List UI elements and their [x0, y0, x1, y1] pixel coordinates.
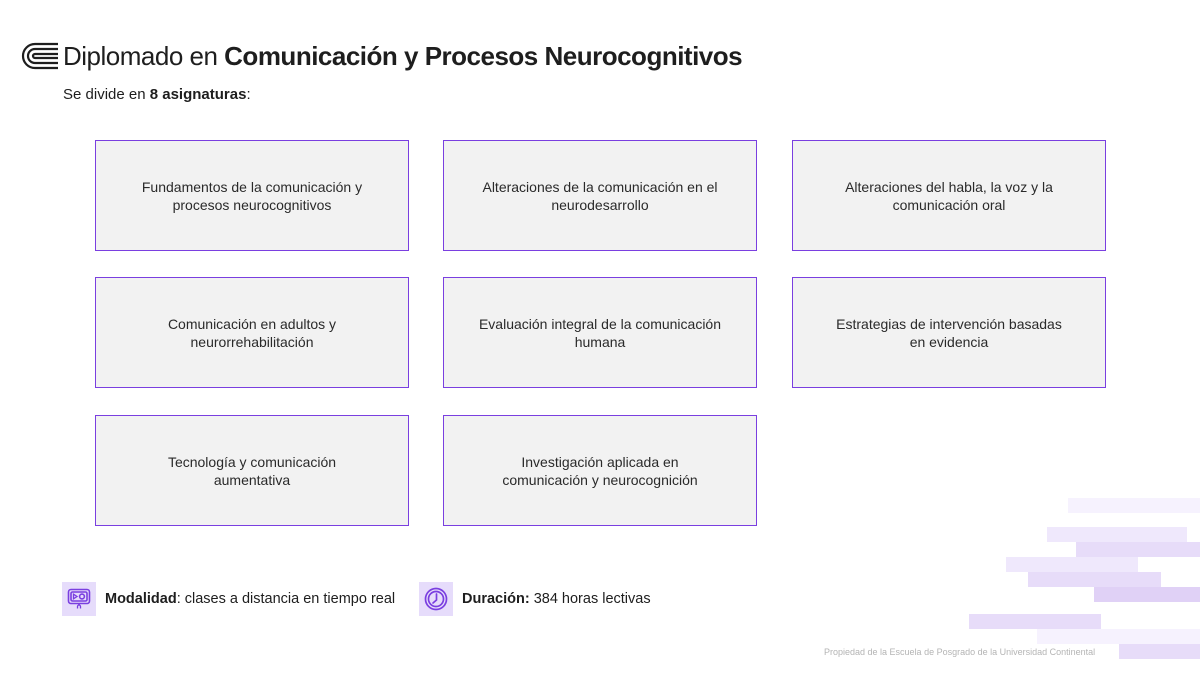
subject-card: Fundamentos de la comunicación y proceso…	[95, 140, 409, 251]
subject-label: Fundamentos de la comunicación y proceso…	[141, 178, 363, 213]
subject-label: Alteraciones del habla, la voz y la comu…	[845, 178, 1053, 213]
subject-card: Alteraciones de la comunicación en el ne…	[443, 140, 757, 251]
modality-label: Modalidad	[105, 591, 177, 607]
decorative-bar	[1037, 629, 1200, 644]
decorative-bar	[1028, 572, 1161, 587]
subject-card: Comunicación en adultos y neurorrehabili…	[95, 277, 409, 388]
modality-info: Modalidad: clases a distancia en tiempo …	[62, 582, 395, 616]
decorative-bar	[1068, 498, 1200, 513]
clock-icon	[419, 582, 453, 616]
duration-value: 384 horas lectivas	[529, 591, 651, 607]
subject-label: Tecnología y comunicación aumentativa	[167, 453, 337, 488]
subject-card: Tecnología y comunicación aumentativa	[95, 415, 409, 526]
subject-label: Estrategias de intervención basadas en e…	[836, 315, 1062, 350]
title-bold: Comunicación y Procesos Neurocognitivos	[224, 41, 743, 71]
decorative-bar	[969, 614, 1101, 629]
subject-card: Investigación aplicada en comunicación y…	[443, 415, 757, 526]
page-title: Diplomado en Comunicación y Procesos Neu…	[63, 38, 743, 74]
subject-label: Alteraciones de la comunicación en el ne…	[482, 178, 718, 213]
modality-separator: :	[176, 591, 185, 607]
title-regular: Diplomado en	[63, 41, 225, 71]
university-logo-icon	[21, 42, 58, 70]
subtitle: Se divide en 8 asignaturas:	[63, 85, 251, 105]
duration-info: Duración: 384 horas lectivas	[419, 582, 651, 616]
modality-value: clases a distancia en tiempo real	[184, 591, 396, 607]
subtitle-suffix: :	[246, 86, 251, 103]
duration-label: Duración:	[462, 591, 530, 607]
decorative-bar	[1047, 527, 1187, 542]
subtitle-count: 8 asignaturas	[149, 86, 247, 103]
subject-label: Investigación aplicada en comunicación y…	[502, 453, 698, 488]
subject-card: Alteraciones del habla, la voz y la comu…	[792, 140, 1106, 251]
subject-card: Evaluación integral de la comunicación h…	[443, 277, 757, 388]
decorative-bar	[1006, 557, 1138, 572]
subject-card: Estrategias de intervención basadas en e…	[792, 277, 1106, 388]
footer-copyright: Propiedad de la Escuela de Posgrado de l…	[824, 647, 1096, 657]
decorative-bar	[1076, 542, 1200, 557]
subject-label: Evaluación integral de la comunicación h…	[478, 315, 722, 350]
subtitle-prefix: Se divide en	[63, 86, 150, 103]
subject-label: Comunicación en adultos y neurorrehabili…	[167, 315, 337, 350]
decorative-bar	[1119, 644, 1200, 659]
online-class-icon	[62, 582, 96, 616]
decorative-bar	[1094, 587, 1200, 602]
